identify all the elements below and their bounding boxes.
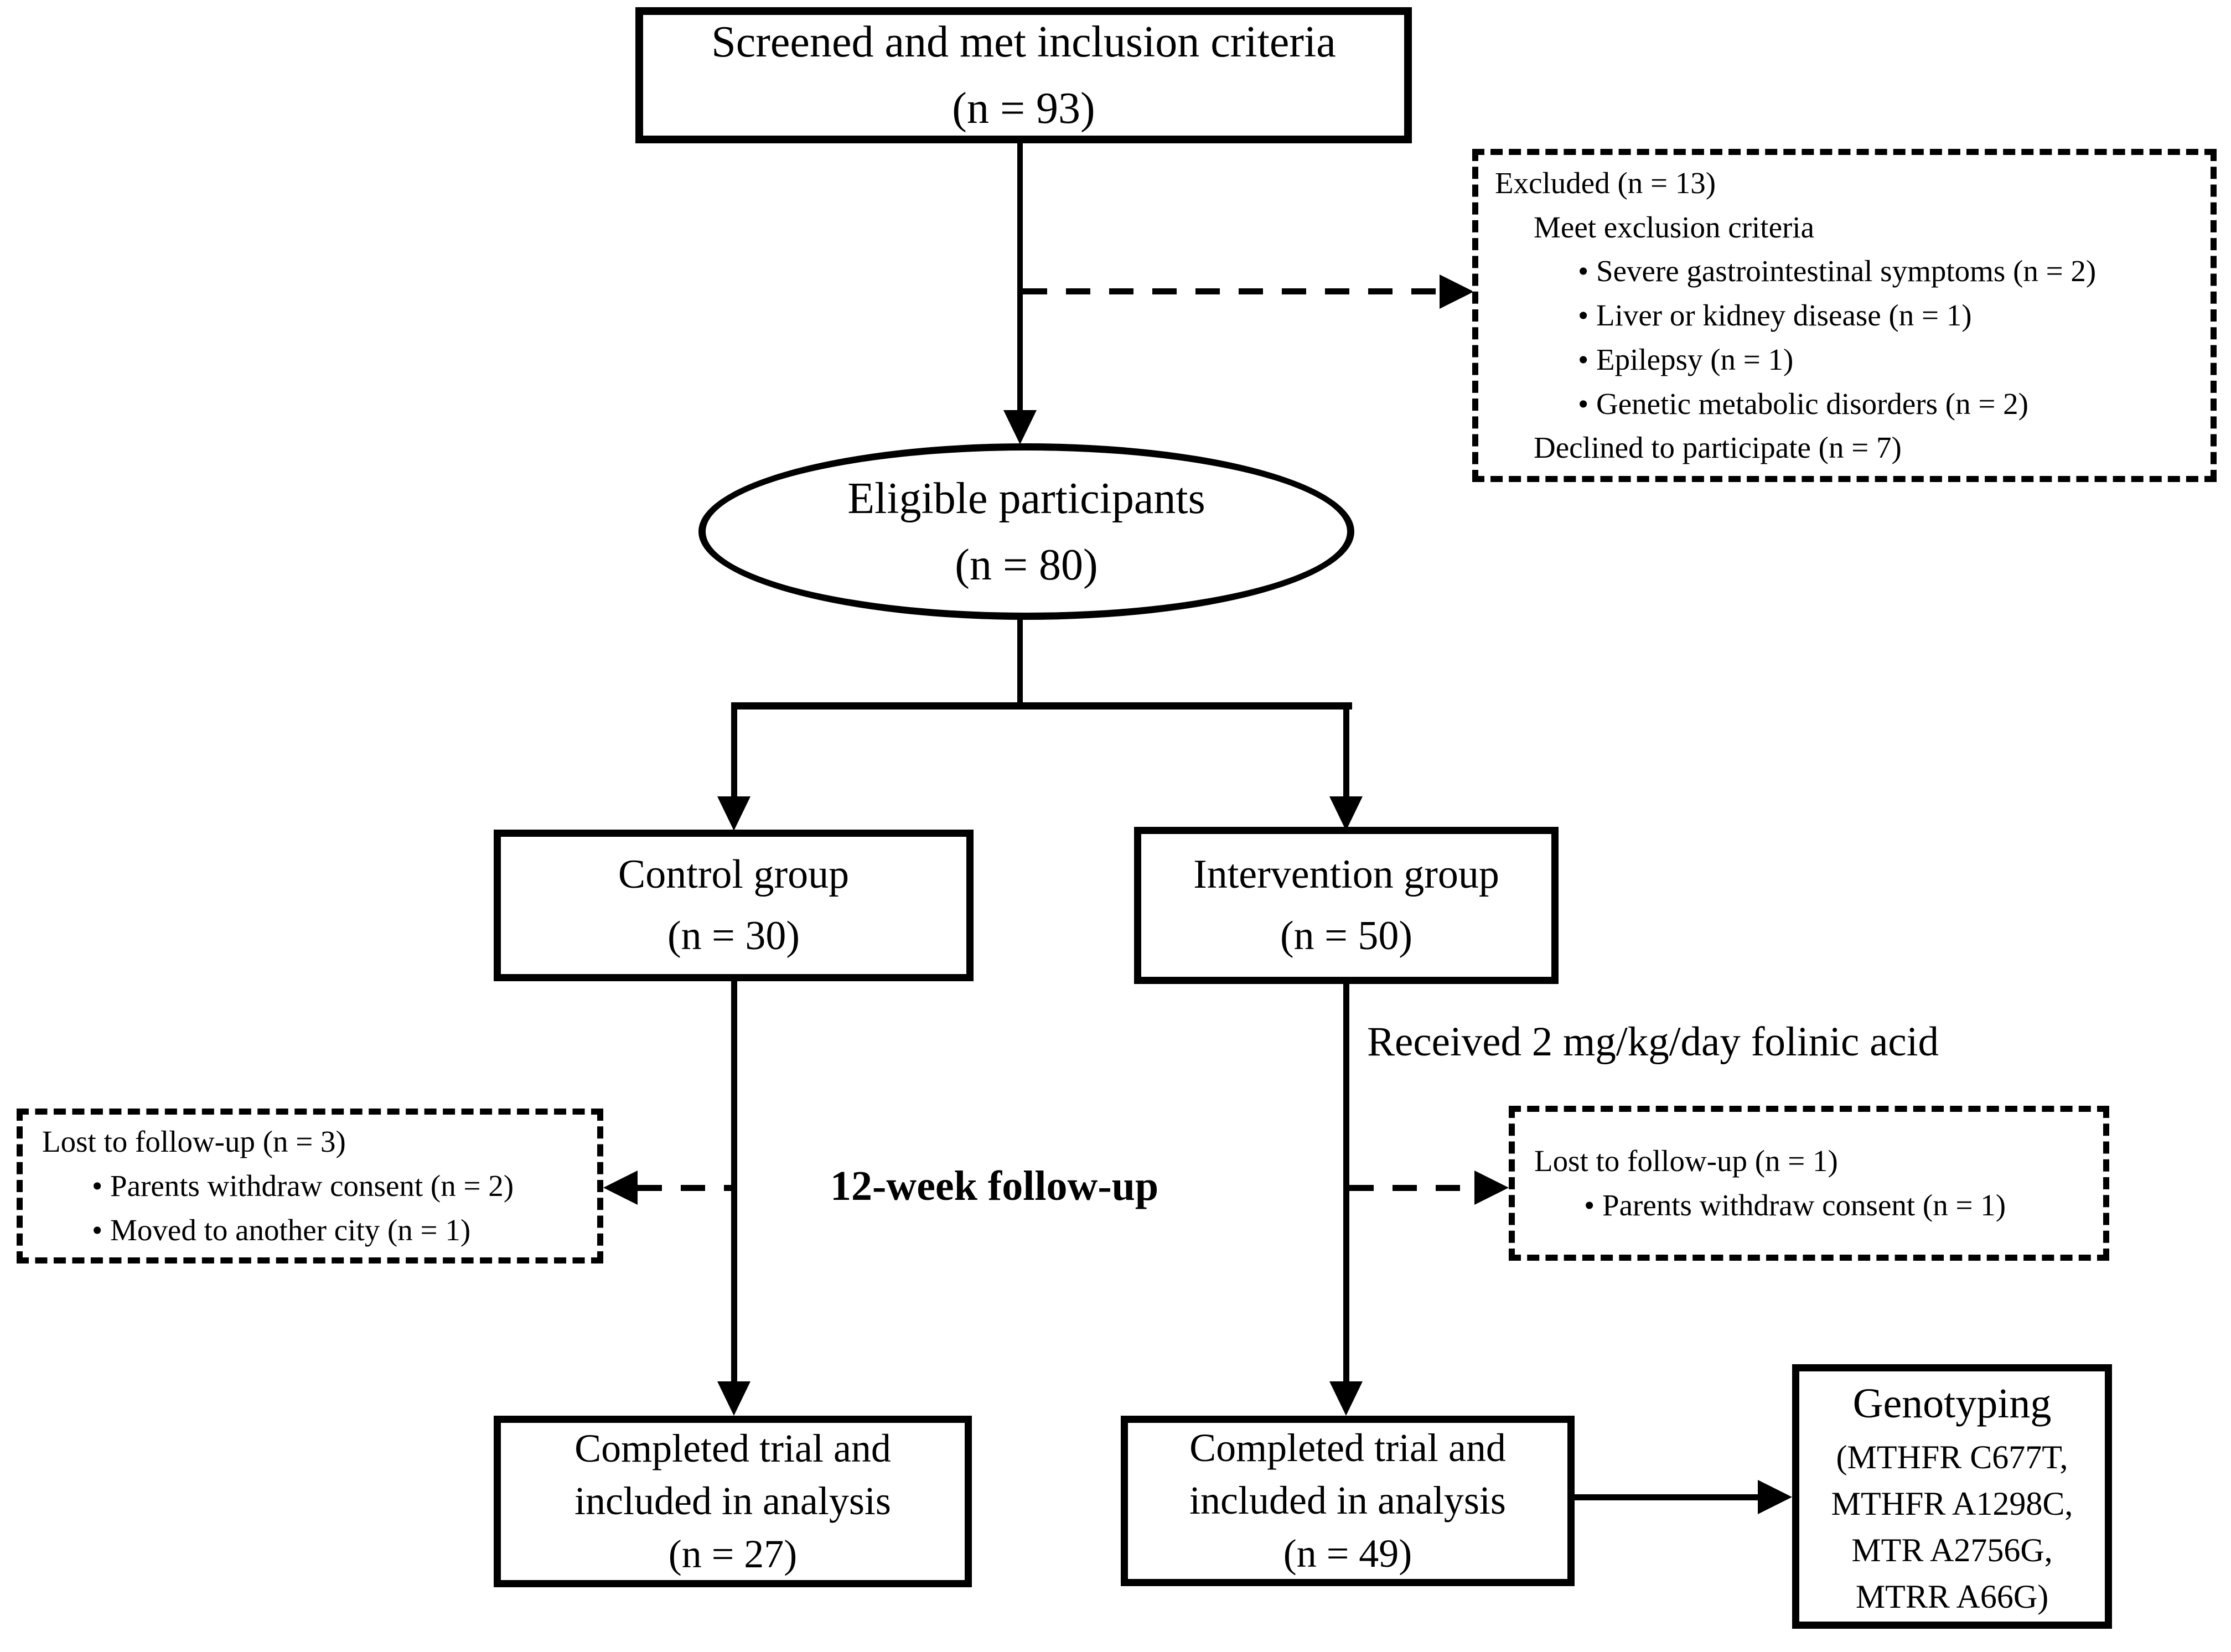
branch-bar (731, 702, 1352, 710)
eligible-ellipse: Eligible participants (n = 80) (698, 443, 1354, 620)
dashed-connector-lost-intervention (1349, 1185, 1474, 1191)
arrowhead-left-lost-control (603, 1171, 638, 1205)
arrowhead-down-completed-control (717, 1381, 750, 1416)
lost-followup-intervention-box: Lost to follow-up (n = 1) • Parents with… (1509, 1106, 2109, 1261)
excluded-bullet: • Liver or kidney disease (n = 1) (1578, 298, 1972, 333)
genotyping-line: (MTHFR C677T, (1836, 1439, 2068, 1476)
connector-intervention-completed (1343, 984, 1349, 1381)
connector-control-completed (731, 981, 737, 1382)
genotyping-line: MTRR A66G) (1855, 1578, 2049, 1615)
lost-control-title: Lost to follow-up (n = 3) (42, 1125, 346, 1159)
arrowhead-down-control (717, 796, 750, 831)
genotyping-line: MTR A2756G, (1851, 1532, 2053, 1569)
connector-completed-genotyping (1575, 1494, 1758, 1500)
lost-intervention-bullet: • Parents withdraw consent (n = 1) (1584, 1188, 2006, 1222)
received-dose-note: Received 2 mg/kg/day folinic acid (1367, 1019, 1939, 1065)
lost-intervention-title: Lost to follow-up (n = 1) (1534, 1144, 1838, 1178)
genotyping-box: Genotyping (MTHFR C677T, MTHFR A1298C, M… (1792, 1364, 2112, 1629)
completed-intervention-count: (n = 49) (1283, 1531, 1412, 1576)
intervention-line1: Intervention group (1193, 852, 1499, 897)
completed-control-box: Completed trial and included in analysis… (494, 1416, 972, 1587)
intervention-group-box: Intervention group (n = 50) (1134, 827, 1559, 984)
control-group-box: Control group (n = 30) (494, 830, 974, 981)
genotyping-title: Genotyping (1852, 1380, 2052, 1427)
dashed-connector-excluded (1023, 288, 1441, 294)
excluded-bullet: • Genetic metabolic disorders (n = 2) (1578, 386, 2028, 421)
eligible-count: (n = 80) (955, 540, 1098, 589)
followup-label: 12-week follow-up (830, 1163, 1159, 1209)
excluded-box: Excluded (n = 13) Meet exclusion criteri… (1472, 149, 2217, 482)
lost-control-bullet: • Moved to another city (n = 1) (92, 1213, 471, 1247)
arrowhead-down-completed-intervention (1329, 1381, 1363, 1416)
completed-intervention-line1: Completed trial and (1189, 1426, 1506, 1470)
connector-branch-intervention (1343, 702, 1349, 797)
screened-box: Screened and met inclusion criteria (n =… (635, 7, 1412, 143)
excluded-footer: Declined to participate (n = 7) (1534, 431, 1902, 465)
genotyping-line: MTHFR A1298C, (1831, 1485, 2073, 1522)
arrowhead-right-excluded (1440, 275, 1474, 309)
screened-line1: Screened and met inclusion criteria (711, 18, 1336, 66)
excluded-bullet: • Severe gastrointestinal symptoms (n = … (1578, 254, 2097, 288)
control-count: (n = 30) (667, 913, 800, 959)
completed-intervention-line2: included in analysis (1189, 1478, 1506, 1523)
intervention-count: (n = 50) (1280, 913, 1413, 959)
arrowhead-down-eligible (1003, 410, 1037, 444)
excluded-bullet: • Epilepsy (n = 1) (1578, 342, 1794, 376)
completed-control-line2: included in analysis (574, 1479, 891, 1524)
connector-branch-control (731, 702, 737, 797)
completed-control-count: (n = 27) (668, 1531, 798, 1576)
lost-control-bullet: • Parents withdraw consent (n = 2) (92, 1169, 514, 1203)
control-line1: Control group (618, 852, 850, 897)
dashed-connector-lost-control (638, 1185, 733, 1191)
excluded-title: Excluded (n = 13) (1495, 165, 1716, 200)
lost-followup-control-box: Lost to follow-up (n = 3) • Parents with… (17, 1109, 603, 1263)
completed-intervention-box: Completed trial and included in analysis… (1121, 1416, 1575, 1586)
completed-control-line1: Completed trial and (574, 1426, 891, 1471)
eligible-line1: Eligible participants (847, 474, 1205, 523)
excluded-subtitle: Meet exclusion criteria (1534, 210, 1815, 244)
connector-screened-eligible (1017, 143, 1023, 412)
arrowhead-right-lost-intervention (1474, 1171, 1509, 1205)
arrowhead-right-genotyping (1758, 1480, 1792, 1514)
connector-eligible-branch (1017, 619, 1023, 706)
screened-count: (n = 93) (952, 84, 1095, 133)
arrowhead-down-intervention (1329, 796, 1363, 831)
